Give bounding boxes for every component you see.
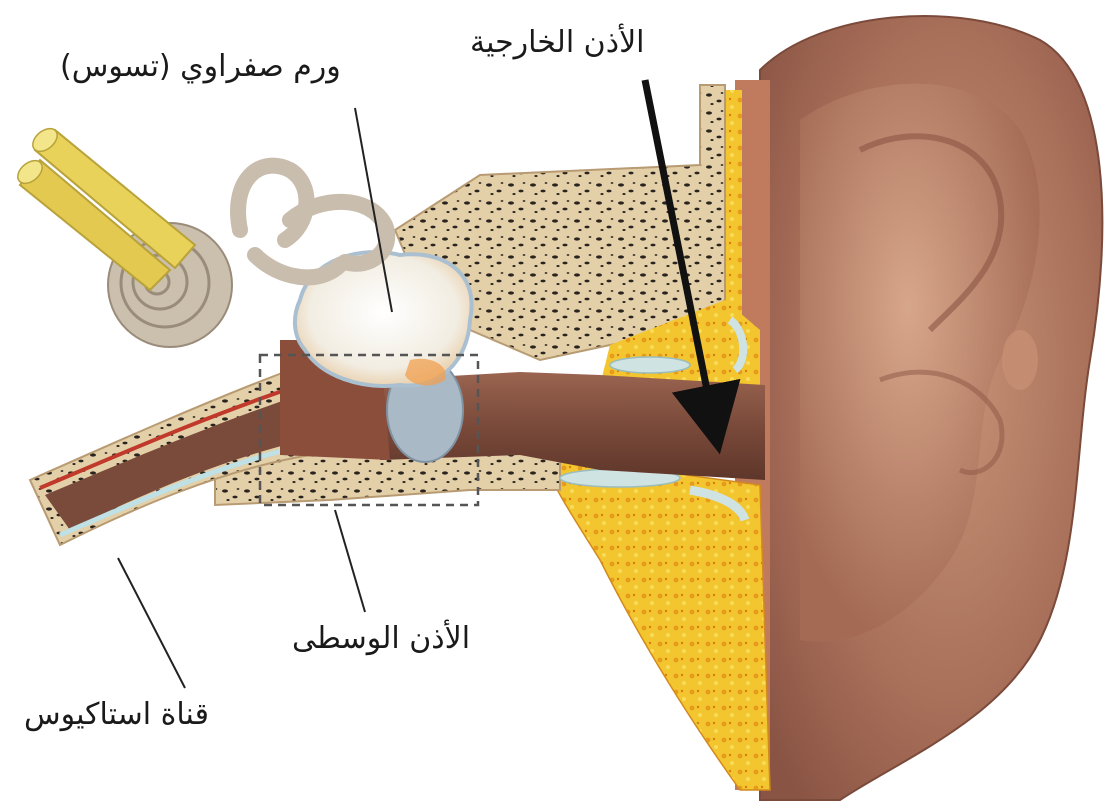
auricle (760, 16, 1102, 800)
middle-ear-label: الأذن الوسطى (292, 624, 470, 654)
semicircular-canals (238, 166, 387, 278)
eustachian-tube-label: قناة استاكيوس (24, 700, 209, 730)
outer-ear-label: الأذن الخارجية (470, 28, 645, 58)
eustachian-tube-shape (30, 370, 310, 545)
cholesteatoma-label: ورم صفراوي (تسوس) (60, 52, 341, 82)
eustachian-leader-line (118, 558, 185, 688)
middle-ear-leader-line (335, 510, 365, 612)
lower-tissue (215, 445, 770, 790)
